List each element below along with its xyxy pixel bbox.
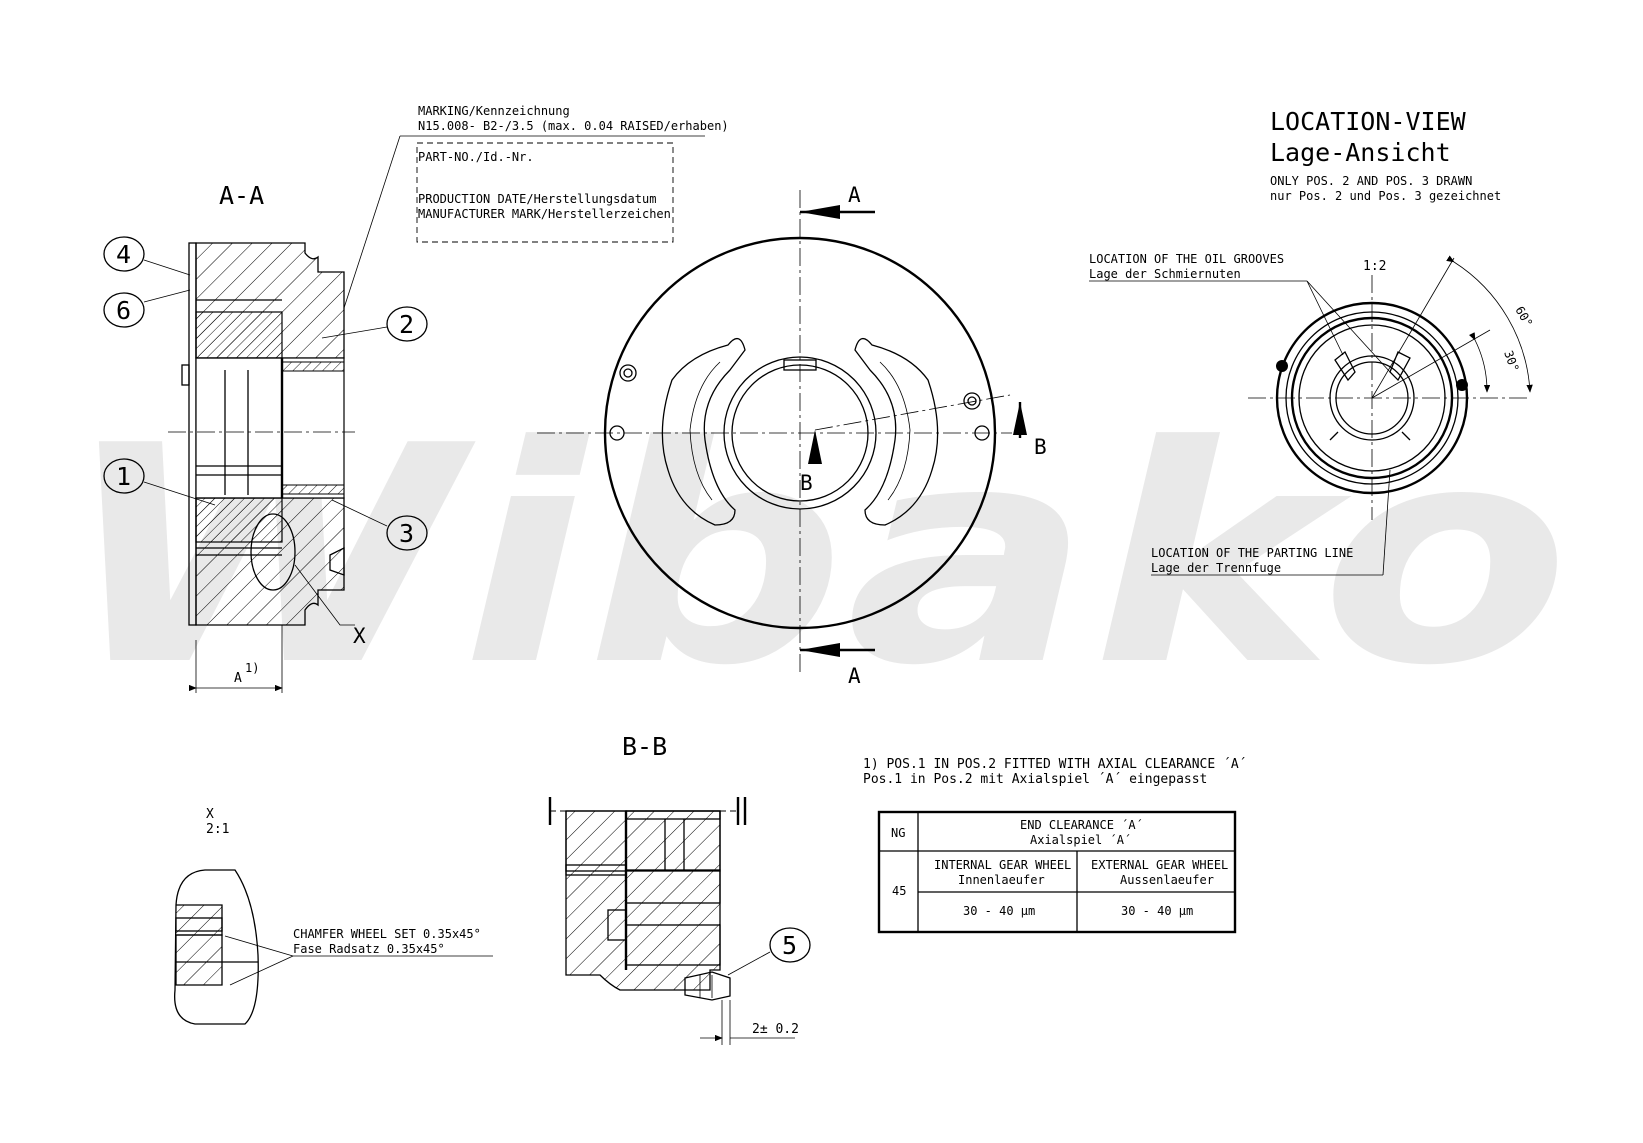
detail-x-label: X xyxy=(206,807,214,822)
dimension-a-note: 1) xyxy=(245,661,259,675)
svg-text:5: 5 xyxy=(782,931,797,960)
chamfer-label-en: CHAMFER WHEEL SET 0.35x45° xyxy=(293,927,481,941)
note-line-2: Pos.1 in Pos.2 mit Axialspiel ´A´ eingep… xyxy=(863,772,1207,787)
balloon-3: 3 xyxy=(331,499,428,551)
section-bb-body xyxy=(565,810,721,991)
section-bb-view: B-B 5 2± 0.2 xyxy=(548,732,811,1045)
fitting-note: 1) POS.1 IN POS.2 FITTED WITH AXIAL CLEA… xyxy=(863,757,1247,787)
svg-text:3: 3 xyxy=(399,519,414,548)
detail-x-view: X 2:1 CHAMFER WHEEL SET 0.35x45° Fase Ra… xyxy=(174,807,493,1025)
oil-grooves-label-en: LOCATION OF THE OIL GROOVES xyxy=(1089,252,1284,266)
table-internal-de: Innenlaeufer xyxy=(958,873,1045,887)
location-view-note-de: nur Pos. 2 und Pos. 3 gezeichnet xyxy=(1270,189,1501,203)
balloon-4: 4 xyxy=(103,236,191,276)
clearance-table: NG END CLEARANCE ´A´ Axialspiel ´A´ 45 I… xyxy=(877,810,1237,934)
balloon-6: 6 xyxy=(103,289,191,328)
table-external-de: Aussenlaeufer xyxy=(1120,873,1214,887)
table-external-en: EXTERNAL GEAR WHEEL xyxy=(1091,858,1228,872)
cut-b-left: B xyxy=(800,471,813,495)
balloon-1: 1 xyxy=(103,458,216,506)
svg-text:4: 4 xyxy=(116,240,131,269)
angle-30: 30° xyxy=(1501,349,1522,374)
marking-title: MARKING/Kennzeichnung xyxy=(418,104,570,118)
table-internal-en: INTERNAL GEAR WHEEL xyxy=(934,858,1071,872)
parting-line-label-en: LOCATION OF THE PARTING LINE xyxy=(1151,546,1353,560)
location-view-scale: 1:2 xyxy=(1363,259,1386,274)
front-view: A A B B xyxy=(537,183,1047,688)
note-line-1: 1) POS.1 IN POS.2 FITTED WITH AXIAL CLEA… xyxy=(863,757,1247,772)
detail-x-outline xyxy=(174,869,259,1025)
bushing-upper xyxy=(281,361,345,372)
parting-line-label-de: Lage der Trennfuge xyxy=(1151,561,1281,575)
section-aa-view: A-A A 1) X xyxy=(168,181,366,693)
section-bb-title: B-B xyxy=(622,732,667,761)
table-internal-value: 30 - 40 µm xyxy=(963,904,1035,918)
section-bb-dimension: 2± 0.2 xyxy=(752,1022,799,1037)
balloon-2: 2 xyxy=(321,306,428,342)
location-view-title-en: LOCATION-VIEW xyxy=(1270,107,1467,136)
svg-text:1: 1 xyxy=(116,462,131,491)
cut-b-right: B xyxy=(1034,435,1047,459)
location-view-title-de: Lage-Ansicht xyxy=(1270,138,1451,167)
gear-lower xyxy=(195,497,283,543)
svg-text:6: 6 xyxy=(116,296,131,325)
detail-x-ref: X xyxy=(353,624,366,648)
chamfer-label-de: Fase Radsatz 0.35x45° xyxy=(293,942,445,956)
cut-a-top: A xyxy=(848,183,861,207)
balloon-5: 5 xyxy=(727,927,811,976)
angle-60: 60° xyxy=(1512,304,1535,330)
detail-x-scale: 2:1 xyxy=(206,822,229,837)
detail-x-marker xyxy=(250,513,296,591)
marking-spec: N15.008- B2-/3.5 (max. 0.04 RAISED/erhab… xyxy=(418,119,729,133)
table-ng-value: 45 xyxy=(892,884,906,898)
gear-upper xyxy=(195,311,283,359)
kidney-slot-left xyxy=(661,338,746,526)
table-head-en: END CLEARANCE ´A´ xyxy=(1020,818,1143,832)
oil-grooves-label-de: Lage der Schmiernuten xyxy=(1089,267,1241,281)
marking-prod-date: PRODUCTION DATE/Herstellungsdatum xyxy=(418,192,656,206)
table-external-value: 30 - 40 µm xyxy=(1121,904,1193,918)
table-col-ng: NG xyxy=(891,826,905,840)
marking-manufacturer: MANUFACTURER MARK/Herstellerzeichen xyxy=(418,207,671,221)
location-view-note-en: ONLY POS. 2 AND POS. 3 DRAWN xyxy=(1270,174,1472,188)
cut-a-bottom: A xyxy=(848,664,861,688)
section-aa-title: A-A xyxy=(219,181,264,210)
kidney-slot-right xyxy=(854,338,939,526)
bushing-lower xyxy=(281,484,345,495)
svg-text:2: 2 xyxy=(399,310,414,339)
dimension-a-label: A xyxy=(234,671,242,686)
location-view: LOCATION-VIEW Lage-Ansicht ONLY POS. 2 A… xyxy=(1089,107,1535,576)
marking-part-no: PART-NO./Id.-Nr. xyxy=(418,150,534,164)
central-bore xyxy=(195,357,345,499)
table-head-de: Axialspiel ´A´ xyxy=(1030,833,1131,847)
marking-block: MARKING/Kennzeichnung N15.008- B2-/3.5 (… xyxy=(343,104,729,309)
